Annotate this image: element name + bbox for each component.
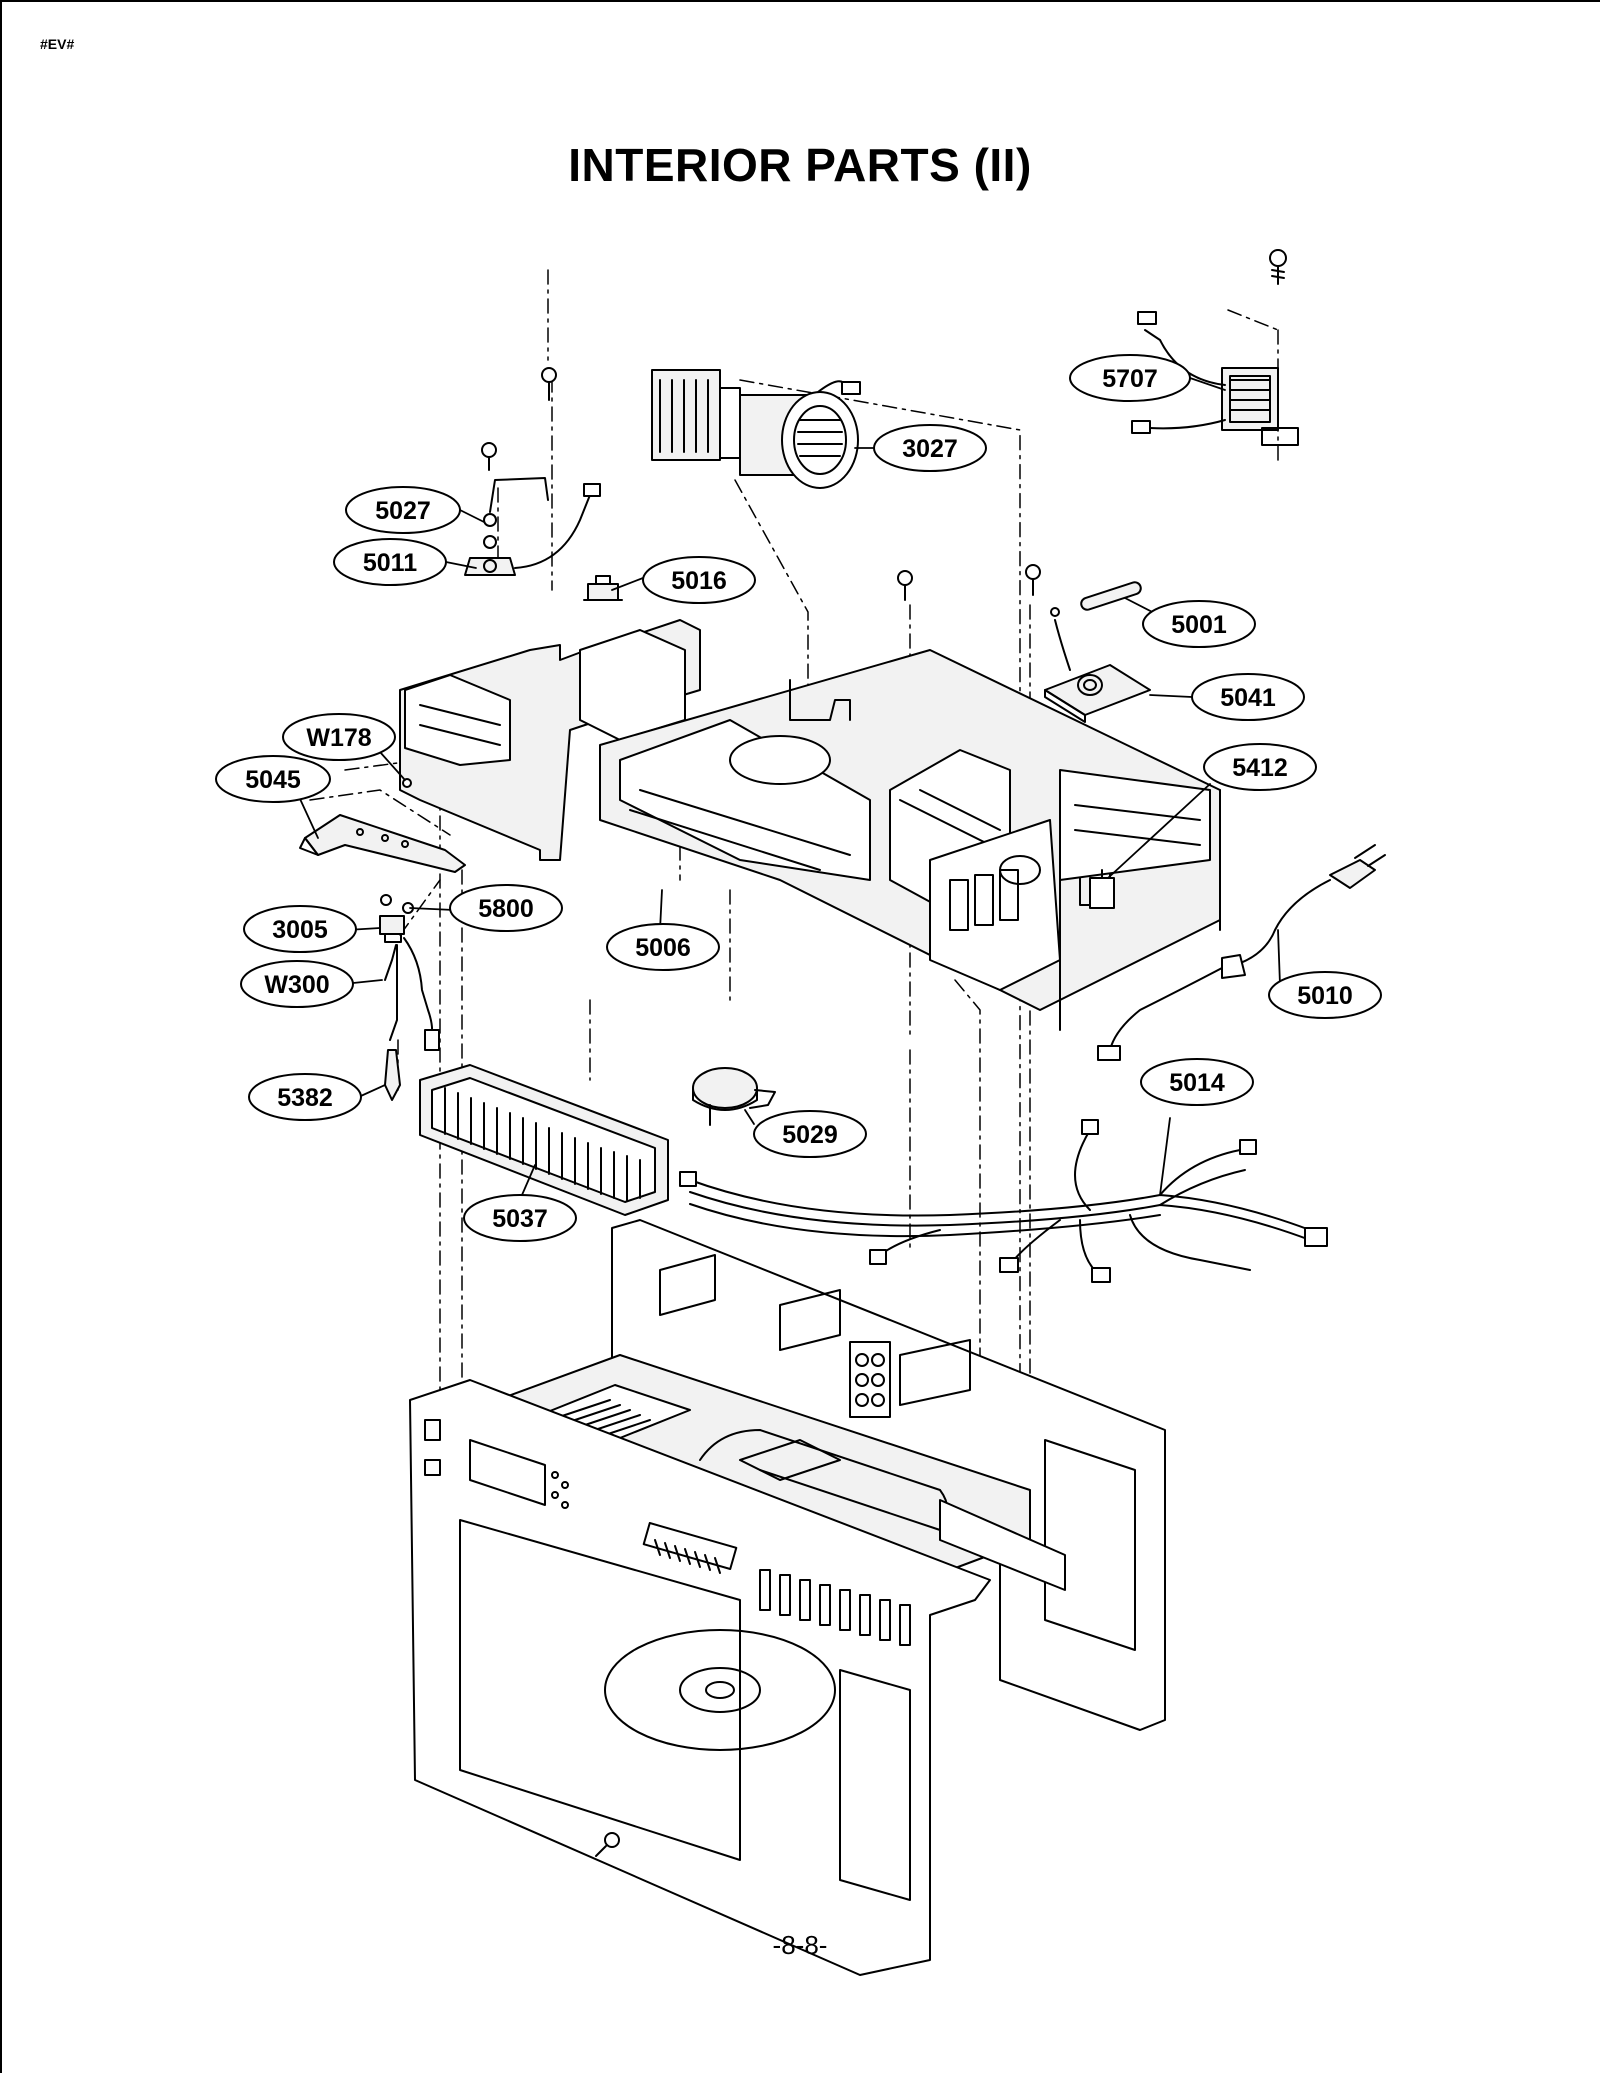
- callout-3005: 3005: [243, 905, 357, 953]
- callout-label: 5041: [1220, 684, 1276, 712]
- callout-label: 5412: [1232, 754, 1288, 782]
- callout-5006: 5006: [606, 923, 720, 971]
- thermostat-part: [583, 575, 623, 601]
- callout-label: 5016: [671, 567, 727, 595]
- wire-harness-part: [679, 1119, 1328, 1283]
- vent-grille-part: [419, 1064, 669, 1216]
- transformer-part: [1131, 311, 1299, 446]
- callout-label: 5800: [478, 895, 534, 923]
- page-number: -8-8-: [772, 1930, 828, 1960]
- callout-5027: 5027: [345, 486, 461, 534]
- fuse-part: [1080, 581, 1142, 611]
- callout-5014: 5014: [1140, 1058, 1254, 1106]
- callout-5001: 5001: [1142, 600, 1256, 648]
- damper-motor-part: [692, 1067, 776, 1126]
- callout-label: 5027: [375, 497, 431, 525]
- bracket-part: [299, 778, 466, 873]
- noise-filter-part: [1044, 607, 1151, 723]
- screw-top-right: [1269, 249, 1287, 285]
- power-cord-part: [1097, 844, 1386, 1061]
- callout-5045: 5045: [215, 755, 331, 803]
- callout-label: 5006: [635, 934, 691, 962]
- callout-label: 3027: [902, 435, 958, 463]
- screw-top-left: [481, 367, 1041, 601]
- switch-assembly-part: [379, 894, 440, 1051]
- callout-label: 5010: [1297, 982, 1353, 1010]
- callout-5707: 5707: [1069, 354, 1191, 402]
- screw-bottom: [595, 1832, 620, 1857]
- document-tag: #EV#: [40, 36, 75, 52]
- callout-label: 5037: [492, 1205, 548, 1233]
- page-title: INTERIOR PARTS (II): [568, 139, 1032, 191]
- callout-label: W178: [306, 724, 371, 752]
- callout-5382: 5382: [248, 1073, 362, 1121]
- thermal-sensor-part: [464, 477, 601, 576]
- callout-5412: 5412: [1203, 743, 1317, 791]
- callout-5029: 5029: [753, 1110, 867, 1158]
- callout-5800: 5800: [449, 884, 563, 932]
- blower-motor-part: [651, 369, 861, 489]
- callout-5037: 5037: [463, 1194, 577, 1242]
- callout-label: 5011: [363, 549, 417, 577]
- callout-label: W300: [264, 971, 329, 999]
- callout-W300: W300: [240, 960, 354, 1008]
- callout-label: 5382: [277, 1084, 333, 1112]
- callout-5016: 5016: [642, 556, 756, 604]
- callout-3027: 3027: [873, 424, 987, 472]
- callout-label: 5045: [245, 766, 301, 794]
- callout-5041: 5041: [1191, 673, 1305, 721]
- door-sensor-part: [384, 1049, 401, 1101]
- callout-W178: W178: [282, 713, 396, 761]
- callout-label: 3005: [272, 916, 328, 944]
- relay-part: [1089, 869, 1115, 909]
- callout-label: 5029: [782, 1121, 838, 1149]
- callout-label: 5001: [1171, 611, 1227, 639]
- cavity-chassis-part: [409, 1219, 1166, 1976]
- callout-5011: 5011: [333, 538, 447, 586]
- base-plate-part: [399, 619, 1221, 1031]
- callout-label: 5707: [1102, 365, 1158, 393]
- callout-label: 5014: [1169, 1069, 1225, 1097]
- callout-5010: 5010: [1268, 971, 1382, 1019]
